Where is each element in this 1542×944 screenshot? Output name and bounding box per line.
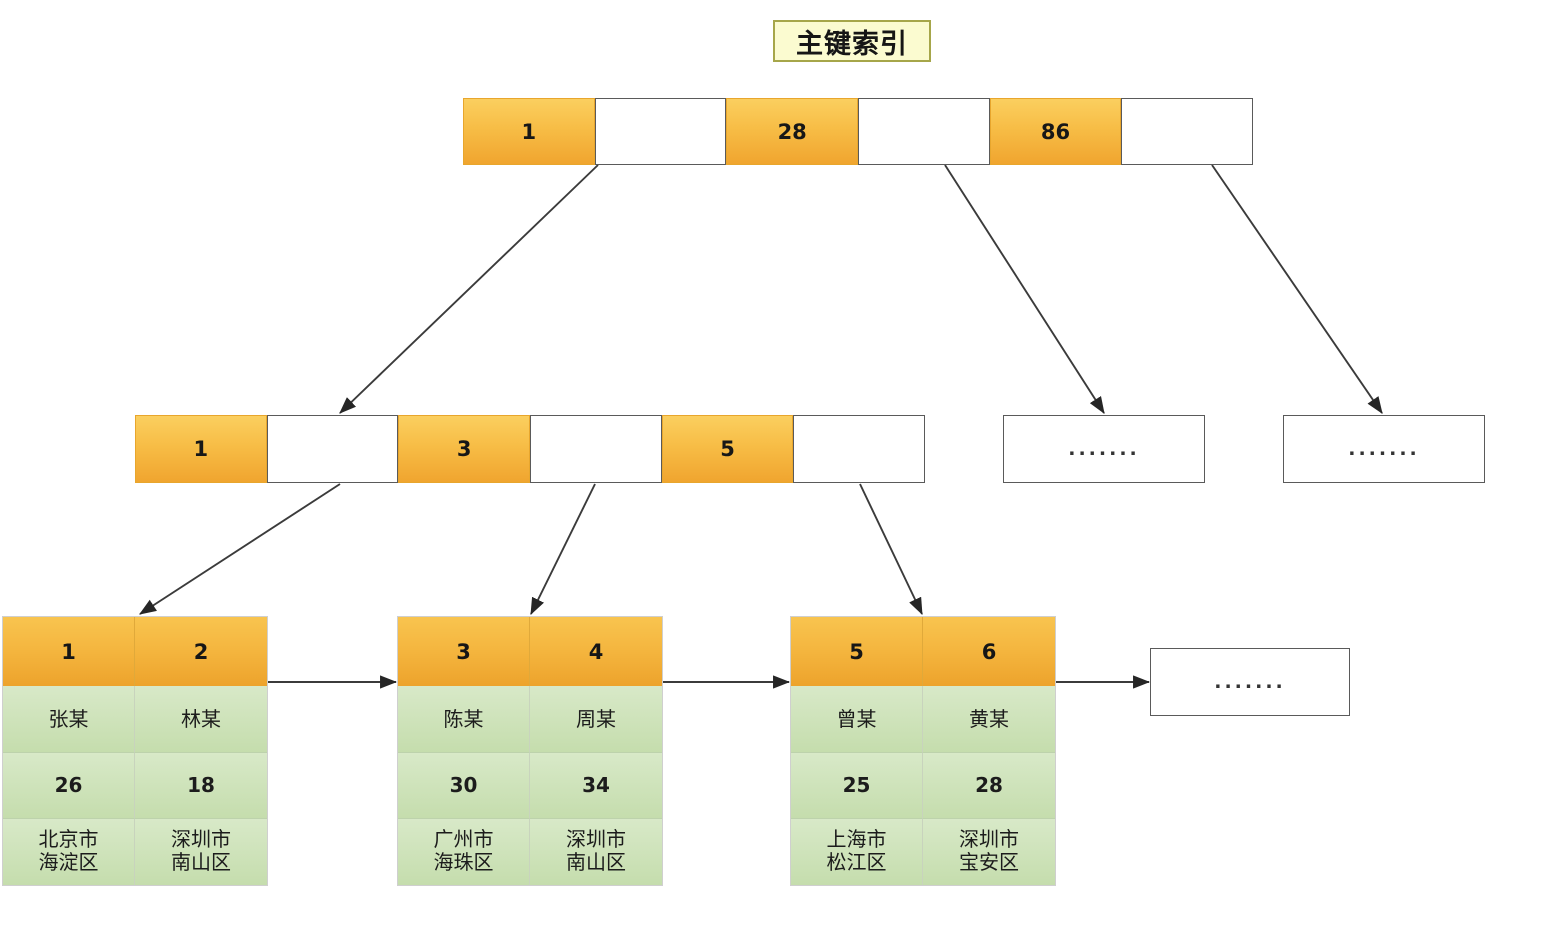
- root-pointer-cell-3[interactable]: [858, 98, 990, 165]
- arrow-branch-ptr3-to-leaf3: [859, 483, 923, 616]
- branch-index-node[interactable]: 1 3 5: [135, 415, 926, 483]
- branch-pointer-cell-3[interactable]: [530, 415, 662, 483]
- leaf-node-3-record-5-age: 25: [791, 752, 923, 820]
- arrow-branch-ptr2-to-leaf2: [530, 483, 596, 616]
- leaf-node-2-record-3-id: 3: [398, 617, 530, 687]
- branch-key-cell-0[interactable]: 1: [135, 415, 267, 483]
- page-title: 主键索引: [773, 20, 931, 62]
- leaf-node-1-record-2-city: 深圳市 南山区: [135, 819, 267, 885]
- leaf-node-1-record-1-id: 1: [3, 617, 135, 687]
- leaf-node-3-record-5-name: 曾某: [791, 686, 923, 753]
- leaf-ellipsis-box[interactable]: .......: [1150, 648, 1350, 716]
- leaf-node-1-record-2-id: 2: [135, 617, 267, 687]
- branch-pointer-cell-5[interactable]: [793, 415, 926, 483]
- root-pointer-cell-1[interactable]: [594, 98, 727, 165]
- root-key-cell-2[interactable]: 28: [726, 98, 859, 165]
- branch-ellipsis-box-1[interactable]: .......: [1003, 415, 1205, 483]
- arrow-branch-ptr1-to-leaf1: [139, 483, 341, 615]
- root-key-cell-4[interactable]: 86: [989, 98, 1122, 165]
- leaf-node-2-record-4-name: 周某: [530, 686, 662, 753]
- branch-pointer-cell-1[interactable]: [266, 415, 399, 483]
- leaf-node-2-record-3-age: 30: [398, 752, 530, 820]
- leaf-node-2-record-4-id: 4: [530, 617, 662, 687]
- branch-key-cell-4[interactable]: 5: [661, 415, 794, 483]
- branch-ellipsis-box-2[interactable]: .......: [1283, 415, 1485, 483]
- leaf-node-3-record-5-city: 上海市 松江区: [791, 819, 923, 885]
- arrow-root-ptr3-to-ellipsis2: [1211, 164, 1383, 414]
- arrow-root-ptr2-to-ellipsis1: [944, 164, 1105, 414]
- leaf-node-3-record-6-age: 28: [923, 752, 1055, 820]
- leaf-node-1-record-2-age: 18: [135, 752, 267, 820]
- leaf-node-2-record-4-city: 深圳市 南山区: [530, 819, 662, 885]
- root-index-node[interactable]: 1 28 86: [463, 98, 1254, 165]
- leaf-node-3-record-6-id: 6: [923, 617, 1055, 687]
- leaf-node-3-record-5-id: 5: [791, 617, 923, 687]
- leaf-node-1-record-1-city: 北京市 海淀区: [3, 819, 135, 885]
- leaf-node-3-record-6-name: 黄某: [923, 686, 1055, 753]
- leaf-node-1-record-1-name: 张某: [3, 686, 135, 753]
- leaf-node-1-record-2-name: 林某: [135, 686, 267, 753]
- leaf-node-2-record-4-age: 34: [530, 752, 662, 820]
- leaf-node-2-record-3-city: 广州市 海珠区: [398, 819, 530, 885]
- root-pointer-cell-5[interactable]: [1121, 98, 1254, 165]
- leaf-node-1-record-1-age: 26: [3, 752, 135, 820]
- leaf-node-3-record-6-city: 深圳市 宝安区: [923, 819, 1055, 885]
- branch-key-cell-2[interactable]: 3: [398, 415, 531, 483]
- arrow-root-ptr1-to-branch: [339, 164, 599, 414]
- root-key-cell-0[interactable]: 1: [463, 98, 595, 165]
- leaf-node-2-record-3-name: 陈某: [398, 686, 530, 753]
